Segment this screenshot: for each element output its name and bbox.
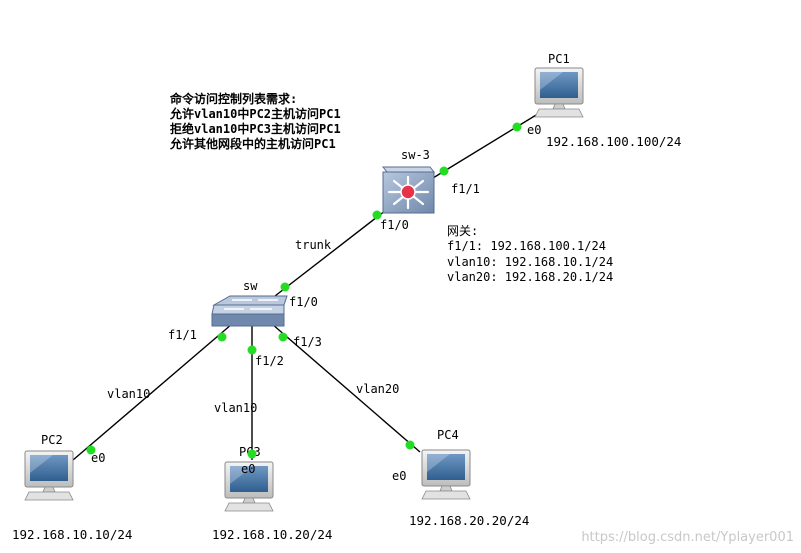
requirement-line: 允许其他网段中的主机访问PC1 — [169, 136, 336, 151]
pc4[interactable]: PC4 e0 192.168.20.20/24 — [392, 428, 529, 528]
gateway-line: f1/1: 192.168.100.1/24 — [447, 239, 606, 253]
gateway-line: vlan20: 192.168.20.1/24 — [447, 270, 613, 284]
link-sw3-sw-trunk — [274, 206, 391, 297]
pc2-e0-port-dot — [86, 445, 96, 455]
pc3-e0-port-dot — [247, 449, 257, 459]
pc3-ip: 192.168.10.20/24 — [212, 527, 332, 542]
pc1[interactable]: PC1 e0 192.168.100.100/24 — [527, 52, 681, 149]
acl-requirements: 命令访问控制列表需求: 允许vlan10中PC2主机访问PC1 拒绝vlan10… — [169, 91, 341, 151]
pc2-name: PC2 — [41, 433, 63, 447]
sw-f13-port-dot — [278, 332, 288, 342]
link-sw-pc4 — [271, 323, 421, 453]
link-sw-pc2 — [72, 323, 233, 461]
sw3-f11-port-dot — [439, 166, 449, 176]
pc4-computer-icon — [421, 449, 471, 500]
sw-port-pc3-label: f1/2 — [255, 354, 284, 368]
requirement-line: 允许vlan10中PC2主机访问PC1 — [169, 106, 341, 121]
pc1-ip: 192.168.100.100/24 — [546, 134, 681, 149]
sw-switch[interactable]: sw f1/0 f1/1 f1/2 f1/3 — [168, 279, 322, 368]
sw3-name: sw-3 — [401, 148, 430, 162]
pc2-ip: 192.168.10.10/24 — [12, 527, 132, 542]
sw3-router[interactable]: sw-3 f1/1 f1/0 — [380, 148, 480, 232]
trunk-link-label: trunk — [295, 238, 332, 252]
sw-f11-port-dot — [217, 332, 227, 342]
sw-f12-port-dot — [247, 345, 257, 355]
sw3-port-up-label: f1/1 — [451, 182, 480, 196]
sw3-port-down-label: f1/0 — [380, 218, 409, 232]
pc4-port-label: e0 — [392, 469, 406, 483]
pc4-vlan-label: vlan20 — [356, 382, 399, 396]
pc4-e0-port-dot — [405, 440, 415, 450]
link-pc1-sw3 — [432, 108, 547, 179]
pc2-port-label: e0 — [91, 451, 105, 465]
sw-port-pc2-label: f1/1 — [168, 328, 197, 342]
pc2-vlan-label: vlan10 — [107, 387, 150, 401]
sw-f10-port-dot — [280, 282, 290, 292]
pc1-name: PC1 — [548, 52, 570, 66]
pc2-computer-icon — [24, 450, 74, 501]
layer3-switch-icon — [381, 166, 436, 214]
pc3-port-label: e0 — [241, 462, 255, 476]
pc4-ip: 192.168.20.20/24 — [409, 513, 529, 528]
sw3-f10-port-dot — [372, 210, 382, 220]
pc1-e0-port-dot — [512, 122, 522, 132]
pc3-vlan-label: vlan10 — [214, 401, 257, 415]
gateway-line: vlan10: 192.168.10.1/24 — [447, 255, 613, 269]
gateway-title: 网关: — [447, 224, 478, 238]
sw-port-up-label: f1/0 — [289, 295, 318, 309]
pc1-port-label: e0 — [527, 123, 541, 137]
switch-icon — [211, 295, 288, 327]
pc4-name: PC4 — [437, 428, 459, 442]
watermark: https://blog.csdn.net/Yplayer001 — [581, 530, 794, 545]
pc1-computer-icon — [534, 67, 584, 118]
requirement-line: 拒绝vlan10中PC3主机访问PC1 — [170, 121, 341, 136]
requirements-title: 命令访问控制列表需求: — [169, 91, 297, 106]
pc2[interactable]: PC2 e0 192.168.10.10/24 — [12, 433, 132, 542]
sw-port-pc4-label: f1/3 — [293, 335, 322, 349]
sw-name: sw — [243, 279, 258, 293]
gateway-info: 网关: f1/1: 192.168.100.1/24 vlan10: 192.1… — [447, 224, 613, 284]
pc3[interactable]: PC3 e0 192.168.10.20/24 — [212, 445, 332, 542]
